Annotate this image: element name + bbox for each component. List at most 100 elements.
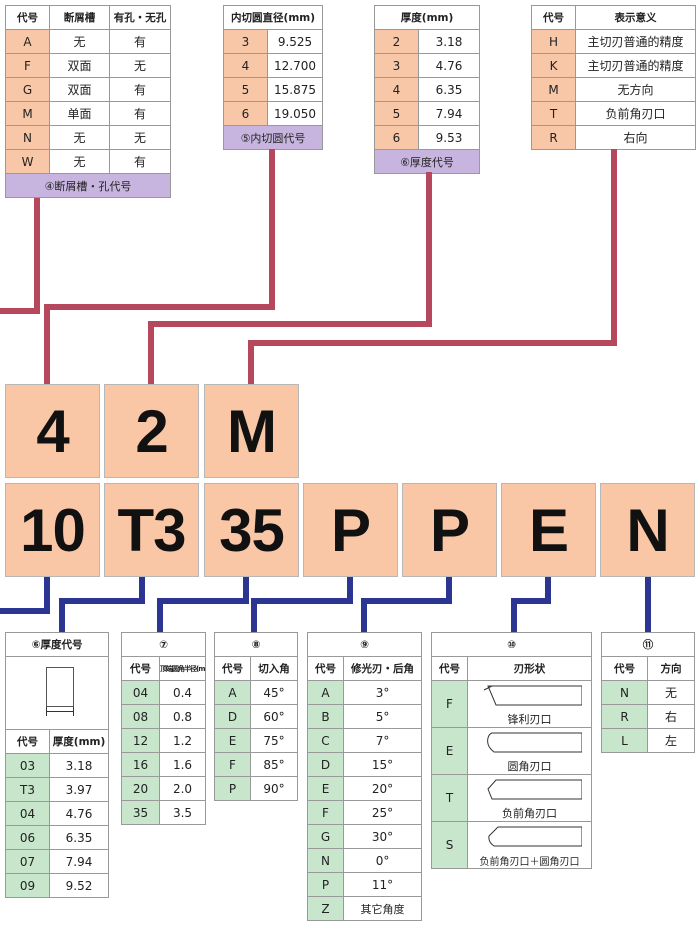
connector-line <box>446 577 452 604</box>
header-code: 代号 <box>121 656 160 681</box>
value-cell: 3.97 <box>48 777 110 802</box>
table-title: ⑩ <box>430 632 593 657</box>
connector-line <box>269 149 275 310</box>
edge-label: 圆角刃口 <box>507 760 552 773</box>
code-cell: 03 <box>5 753 50 778</box>
code-cell: 07 <box>5 849 50 874</box>
connector-line <box>361 598 452 604</box>
edge-label: 负前角刃口＋圆角刃口 <box>479 857 580 868</box>
table-inscribed-circle: 内切圆直径(mm) 3 9.525 4 12.700 5 15.875 6 19… <box>222 5 324 150</box>
connector-line <box>347 577 353 604</box>
table-title: ⑧ <box>213 632 299 657</box>
value-cell: 0.8 <box>158 704 207 729</box>
value-cell: 7.94 <box>417 101 481 126</box>
value-cell: 6.35 <box>417 77 481 102</box>
value-cell: 无方向 <box>575 77 696 102</box>
value-cell: 主切刃普通的精度 <box>575 29 696 54</box>
code-box-edge-prep: E <box>501 483 596 577</box>
value-cell: 3.5 <box>158 800 207 825</box>
table-row: G 双面 有 <box>5 77 171 102</box>
table-chipbreaker-hole: 代号 断屑槽 有孔・无孔 A 无 有 F 双面 无 G 双面 有 M 单面 有 … <box>5 5 171 198</box>
value-cell: 2.0 <box>158 776 207 801</box>
table-row: N 无 无 <box>5 125 171 150</box>
insert-side-shape <box>46 667 74 707</box>
code-cell: A <box>214 680 251 705</box>
value-cell: 无 <box>647 680 695 705</box>
code-box-m: M <box>204 384 299 478</box>
code-cell: N <box>307 848 344 873</box>
code-cell: 20 <box>121 776 160 801</box>
connector-line <box>645 577 651 632</box>
value-cell: 3.18 <box>48 753 110 778</box>
header-chipbreaker: 断屑槽 <box>49 5 110 30</box>
value-cell: 11° <box>342 872 423 897</box>
header-thickness: 厚度(mm) <box>373 5 481 30</box>
code-cell: P <box>214 776 251 801</box>
value-cell: 无 <box>49 149 110 174</box>
connector-line <box>59 598 145 604</box>
table-row: F 双面 无 <box>5 53 171 78</box>
value-cell: 30° <box>342 824 423 849</box>
table-row: 4 12.700 <box>223 53 324 78</box>
connector-line <box>251 598 353 604</box>
table-row: T 负前角刃口 <box>431 774 593 822</box>
code-cell: D <box>307 752 344 777</box>
code-box-edge-shape: P <box>402 483 497 577</box>
connector-line <box>148 321 154 384</box>
header-edge-shape: 刃形状 <box>466 656 593 681</box>
value-cell: 7.94 <box>48 849 110 874</box>
code-cell: L <box>601 728 648 753</box>
header-meaning: 表示意义 <box>575 5 696 30</box>
code-cell: A <box>5 29 50 54</box>
header-wiper-clearance: 修光刃・后角 <box>342 656 423 681</box>
value-cell: 右向 <box>575 125 696 150</box>
value-cell: 双面 <box>49 53 110 78</box>
code-cell: 3 <box>223 29 268 54</box>
connector-line <box>34 198 40 310</box>
table-row: S 负前角刃口＋圆角刃口 <box>431 821 593 869</box>
table-caption: ⑤内切圆代号 <box>222 125 324 150</box>
connector-line <box>611 149 617 346</box>
thickness-illustration <box>4 656 110 730</box>
edge-label: 锋利刃口 <box>507 713 552 726</box>
code-cell: C <box>307 728 344 753</box>
header-code: 代号 <box>431 656 468 681</box>
code-cell: G <box>307 824 344 849</box>
connector-line <box>44 304 275 310</box>
value-cell: 75° <box>249 728 299 753</box>
value-cell: 单面 <box>49 101 110 126</box>
header-corner-radius: 顶端圆角半径(mm) <box>158 656 207 681</box>
table-row: 4 6.35 <box>374 77 481 102</box>
table-title: ⑨ <box>306 632 423 657</box>
code-cell: W <box>5 149 50 174</box>
code-cell: G <box>5 77 50 102</box>
code-cell: K <box>531 53 576 78</box>
connector-line <box>139 577 145 604</box>
value-cell: 无 <box>49 29 110 54</box>
code-cell: 4 <box>374 77 419 102</box>
value-cell: 负前角刃口 <box>575 101 696 126</box>
code-cell: R <box>531 125 576 150</box>
code-cell: 2 <box>374 29 419 54</box>
header-thickness: 厚度(mm) <box>48 729 110 754</box>
code-cell: 3 <box>374 53 419 78</box>
code-cell: 4 <box>223 53 268 78</box>
table-row: W 无 有 <box>5 149 171 174</box>
